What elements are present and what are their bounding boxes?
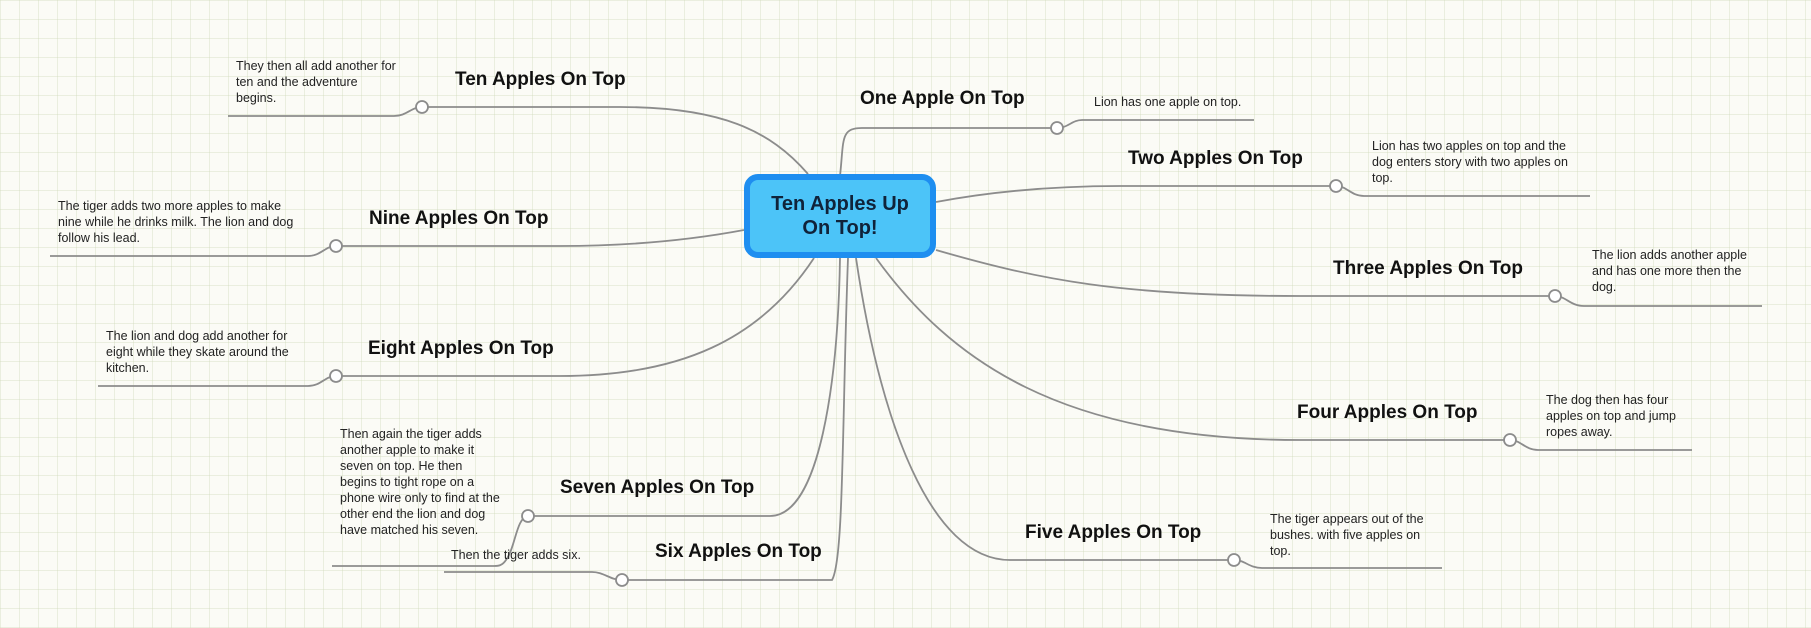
knob-three[interactable] xyxy=(1548,289,1562,303)
note-seven-apples: Then again the tiger adds another apple … xyxy=(340,427,500,537)
note-line-nine xyxy=(50,245,337,257)
knob-nine[interactable] xyxy=(329,239,343,253)
note-line-four xyxy=(1509,439,1692,451)
note-line-three xyxy=(1554,295,1762,307)
branch-title-four-apples[interactable]: Four Apples On Top xyxy=(1297,402,1478,423)
central-topic[interactable]: Ten Apples Up On Top! xyxy=(744,174,936,258)
note-line-eight xyxy=(98,375,337,387)
knob-seven[interactable] xyxy=(521,509,535,523)
note-line-ten xyxy=(228,106,423,117)
link-ten-apples xyxy=(422,106,809,175)
link-eight-apples xyxy=(336,257,815,377)
note-two-apples: Lion has two apples on top and the dog e… xyxy=(1372,139,1568,185)
knob-four[interactable] xyxy=(1503,433,1517,447)
note-ten-apples: They then all add another for ten and th… xyxy=(236,59,396,105)
branch-title-three-apples[interactable]: Three Apples On Top xyxy=(1333,258,1524,279)
link-two-apples xyxy=(935,185,1336,203)
note-line-six xyxy=(444,571,623,581)
note-line-one xyxy=(1056,119,1254,129)
branch-title-seven-apples[interactable]: Seven Apples On Top xyxy=(560,477,755,498)
link-six-apples xyxy=(622,257,849,581)
branch-title-eight-apples[interactable]: Eight Apples On Top xyxy=(368,338,554,359)
link-four-apples xyxy=(875,257,1510,441)
knob-two[interactable] xyxy=(1329,179,1343,193)
note-line-seven xyxy=(332,515,529,567)
link-nine-apples xyxy=(336,229,745,247)
link-seven-apples xyxy=(528,257,841,517)
branch-title-six-apples[interactable]: Six Apples On Top xyxy=(655,541,822,562)
note-eight-apples: The lion and dog add another for eight w… xyxy=(106,329,289,375)
note-line-five xyxy=(1233,559,1442,569)
knob-one[interactable] xyxy=(1050,121,1064,135)
link-five-apples xyxy=(855,257,1234,561)
note-four-apples: The dog then has four apples on top and … xyxy=(1546,393,1676,439)
branch-title-ten-apples[interactable]: Ten Apples On Top xyxy=(455,69,626,90)
central-topic-label: Ten Apples Up On Top! xyxy=(771,193,909,239)
knob-eight[interactable] xyxy=(329,369,343,383)
branch-title-one-apple[interactable]: One Apple On Top xyxy=(860,88,1025,109)
note-five-apples: The tiger appears out of the bushes. wit… xyxy=(1270,512,1424,558)
knob-six[interactable] xyxy=(615,573,629,587)
note-one-apple: Lion has one apple on top. xyxy=(1094,95,1242,109)
branch-title-two-apples[interactable]: Two Apples On Top xyxy=(1128,148,1303,169)
link-one-apple xyxy=(839,127,1057,177)
note-three-apples: The lion adds another apple and has one … xyxy=(1592,248,1747,294)
knob-ten[interactable] xyxy=(415,100,429,114)
note-line-two xyxy=(1335,185,1590,197)
branch-title-nine-apples[interactable]: Nine Apples On Top xyxy=(369,208,549,229)
knob-five[interactable] xyxy=(1227,553,1241,567)
note-six-apples: Then the tiger adds six. xyxy=(451,548,581,562)
link-three-apples xyxy=(935,249,1555,297)
note-nine-apples: The tiger adds two more apples to make n… xyxy=(58,199,294,245)
branch-title-five-apples[interactable]: Five Apples On Top xyxy=(1025,522,1202,543)
